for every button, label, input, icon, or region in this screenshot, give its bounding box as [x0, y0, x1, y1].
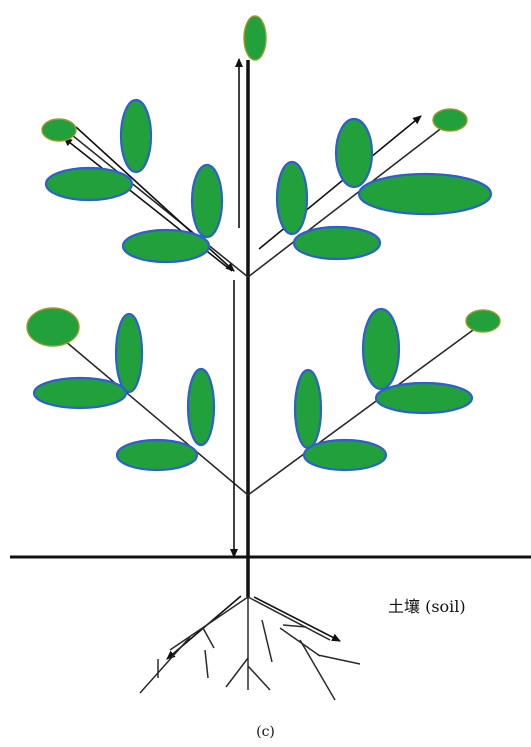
leaf	[34, 378, 126, 408]
leaf	[123, 230, 209, 262]
leaf	[376, 383, 472, 413]
leaf	[46, 168, 132, 200]
leaf	[363, 309, 399, 389]
upper-right-bud	[433, 109, 467, 131]
soil-label: 土壤 (soil)	[388, 593, 466, 617]
leaf	[295, 370, 321, 448]
leaf	[121, 100, 151, 172]
top-bud	[244, 16, 266, 60]
leaf	[277, 162, 307, 234]
lower-right-leaves	[295, 309, 472, 470]
root-system	[140, 597, 360, 700]
upper-left-bud	[42, 119, 76, 141]
lower-right-bud	[466, 310, 500, 332]
leaf	[359, 174, 491, 214]
arrow-to-right-root	[254, 597, 340, 641]
lower-left-bud	[27, 308, 79, 346]
leaf	[116, 314, 142, 392]
leaf	[336, 119, 372, 187]
leaf	[192, 165, 222, 237]
leaf	[188, 369, 214, 445]
upper-right-leaves	[277, 119, 491, 259]
leaf	[294, 227, 380, 259]
leaf	[117, 440, 197, 470]
leaf	[304, 440, 386, 470]
figure-caption: (c)	[0, 724, 531, 740]
